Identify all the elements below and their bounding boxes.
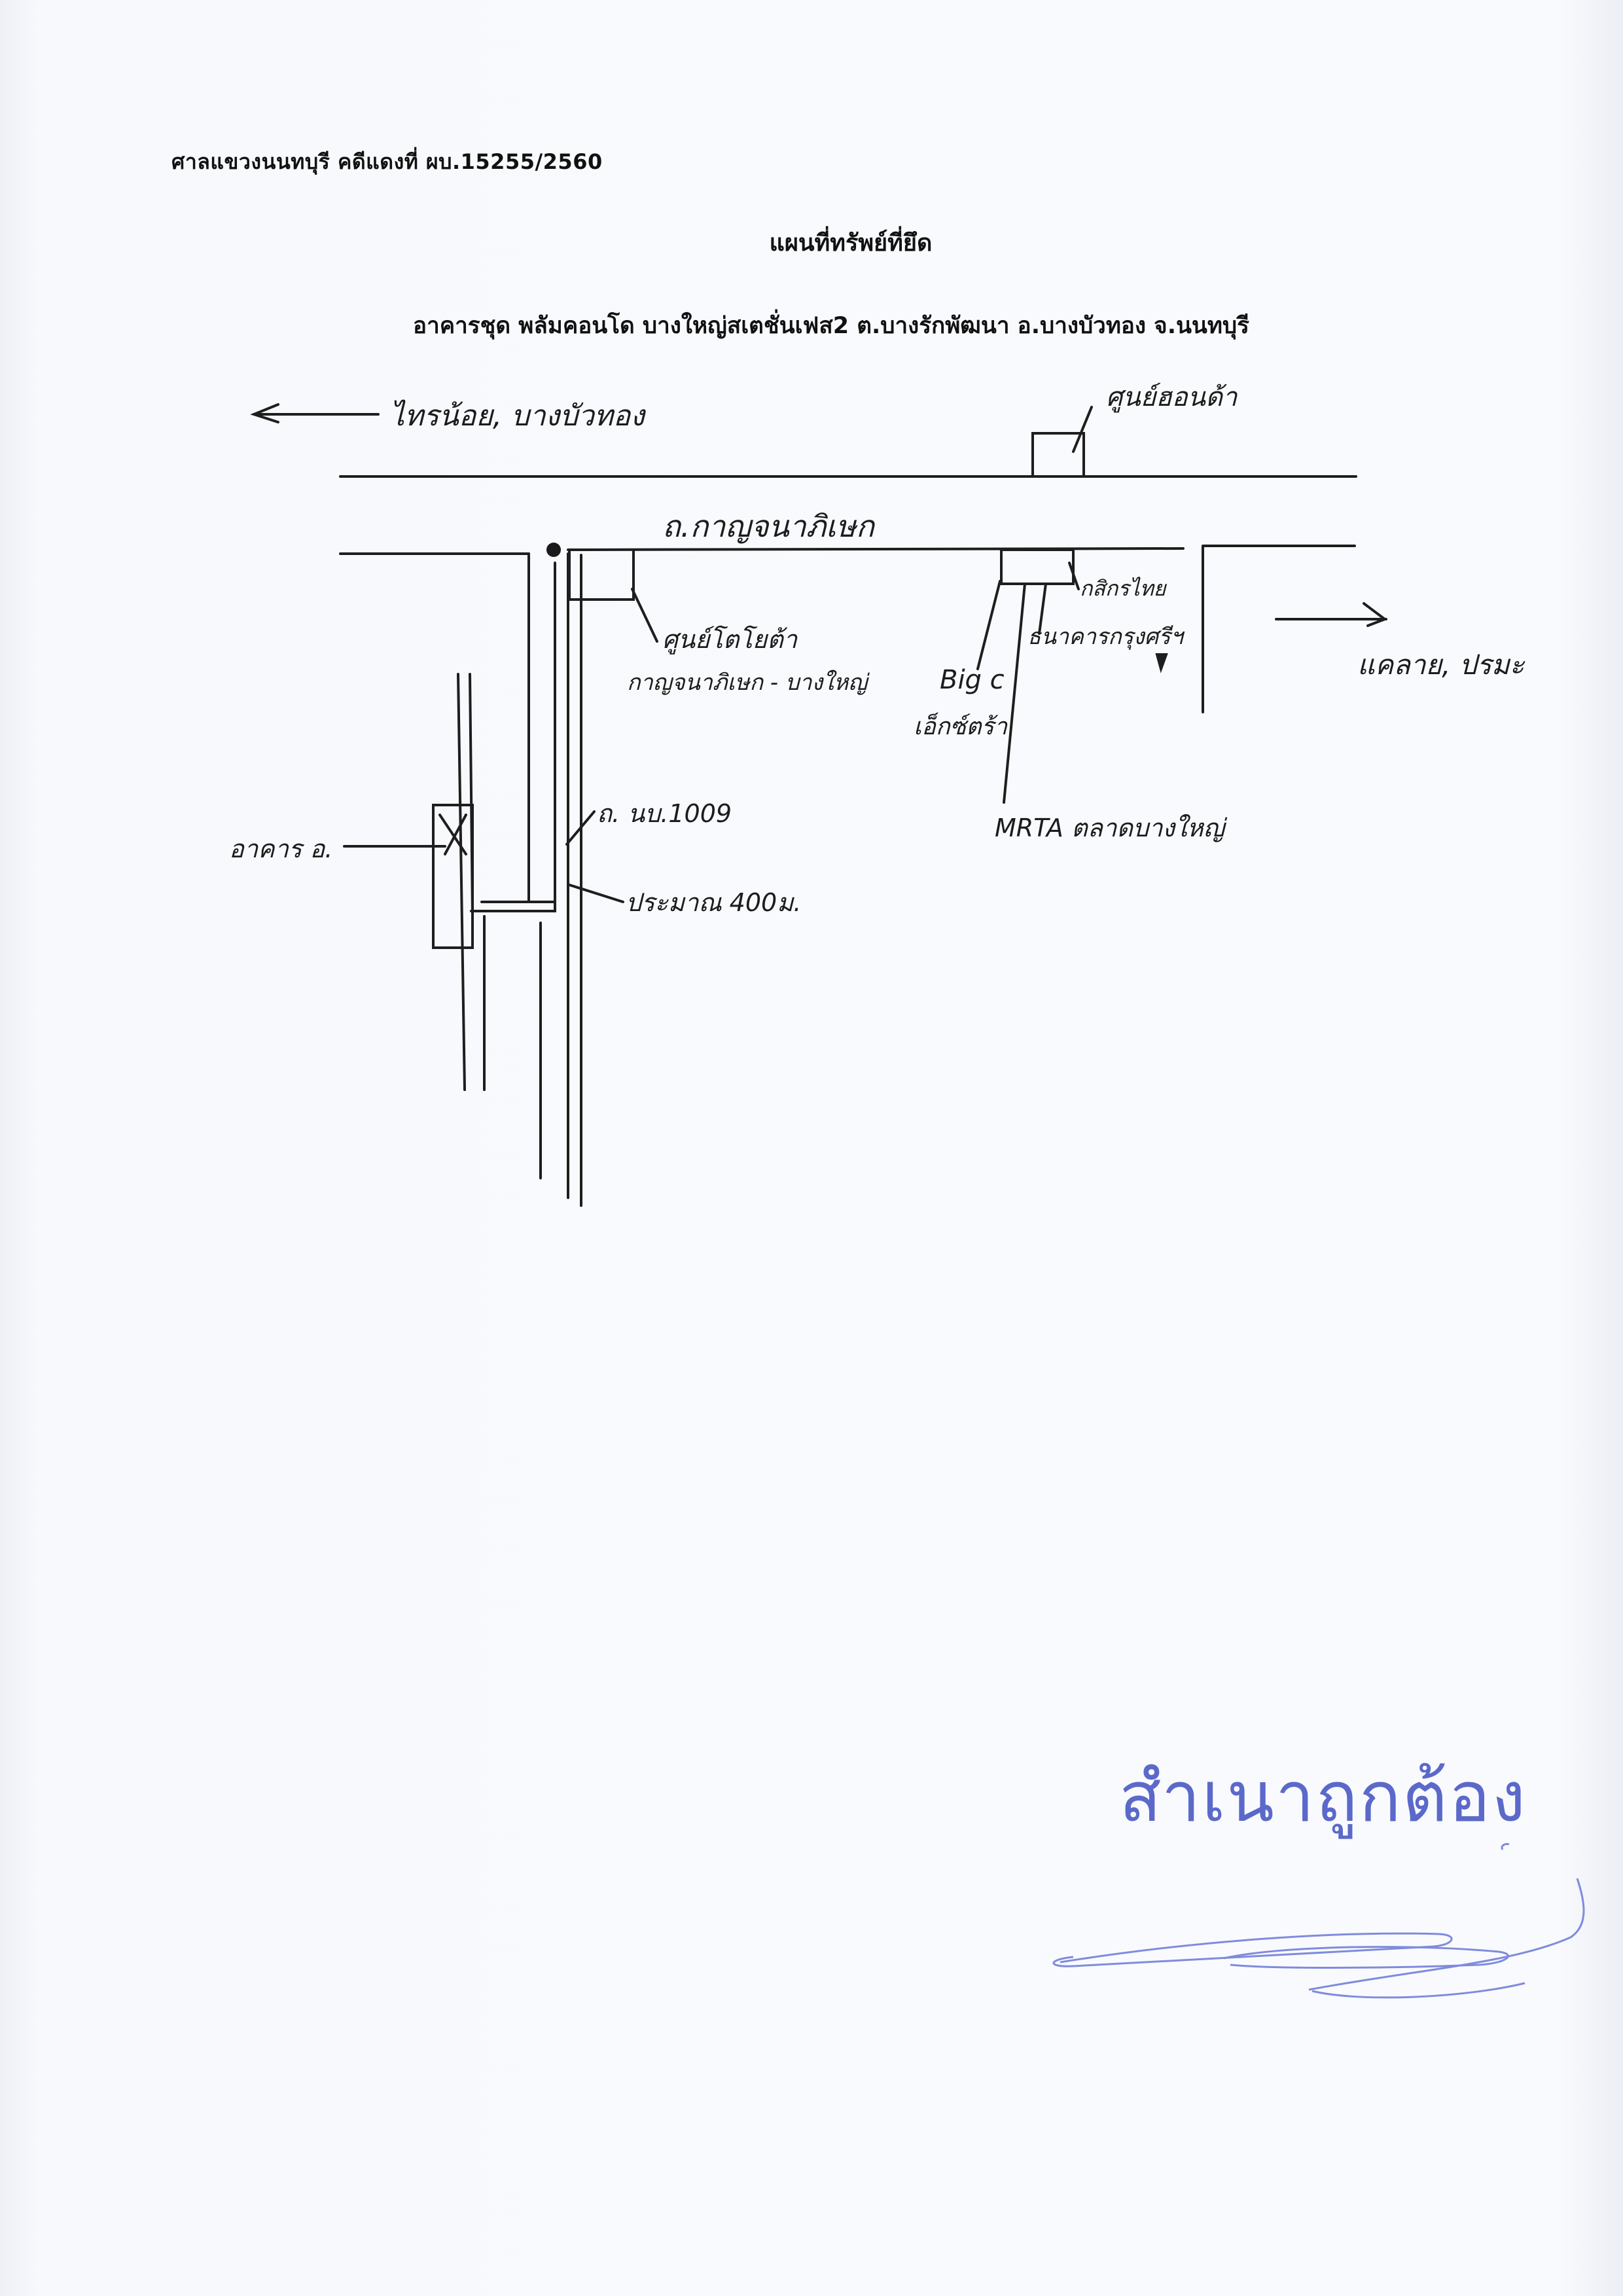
bigc-leader <box>976 580 1001 670</box>
west-road-1 <box>457 673 466 1091</box>
label-mrt: MRTA ตลาดบางใหญ่ <box>995 814 1228 842</box>
map-lines <box>250 403 1388 1207</box>
signature <box>1052 1843 1585 1999</box>
building-cross-2 <box>444 814 467 855</box>
arrow-east-head <box>1363 602 1388 627</box>
label-kasikorn: กสิกรไทย <box>1080 576 1168 601</box>
soi-leader <box>565 810 596 846</box>
target-building <box>432 804 474 949</box>
label-soi: ถ. นบ.1009 <box>597 799 732 828</box>
bank-building <box>1000 548 1075 585</box>
arrow-west-head <box>250 403 279 423</box>
label-toyota-2: กาญจนาภิเษก - บางใหญ่ <box>627 670 870 696</box>
label-honda-center: ศูนย์ฮอนด้า <box>1106 382 1238 413</box>
label-building: อาคาร อ. <box>229 834 332 863</box>
label-big-c-2: เอ็กซ์ตร้า <box>914 712 1008 740</box>
map-handwritten-labels: ไทรน้อย, บางบัวทอง ศูนย์ฮอนด้า ถ.กาญจนาภ… <box>229 382 1525 917</box>
label-big-c-1: Big c <box>940 665 1005 695</box>
case-number-header: ศาลแขวงนนทบุรี คดีแดงที่ ผบ.15255/2560 <box>171 149 603 174</box>
label-distance: ประมาณ 400ม. <box>626 888 801 917</box>
certified-copy-stamp: สำเนาถูกต้อง <box>1119 1757 1527 1837</box>
mrt-leader <box>1003 583 1026 804</box>
toyota-building <box>568 548 635 601</box>
mrt-marker <box>1155 653 1168 673</box>
honda-building <box>1031 432 1085 478</box>
label-bangkok-bank: ธนาคารกรุงศรีฯ <box>1027 624 1185 650</box>
building-cross-1 <box>438 814 467 855</box>
label-to-west: ไทรน้อย, บางบัวทอง <box>390 399 647 433</box>
label-to-east: แคลาย, ปรมะ <box>1357 649 1525 681</box>
building-access <box>470 901 556 912</box>
document-title: แผนที่ทรัพย์ที่ยึด <box>769 230 933 257</box>
label-main-road: ถ.กาญจนาภิเษก <box>662 509 876 544</box>
location-pin <box>546 543 561 557</box>
bank-leader <box>1038 583 1047 635</box>
road-edge-south-main <box>567 547 1185 551</box>
kasikorn-leader <box>1068 562 1080 590</box>
property-description: อาคารชุด พลัมคอนโด บางใหญ่สเตชั่นเฟส2 ต.… <box>413 313 1249 339</box>
honda-leader <box>1072 406 1093 453</box>
label-toyota-1: ศูนย์โตโยต้า <box>662 625 798 655</box>
distance-leader <box>568 884 624 903</box>
toyota-leader <box>631 588 658 643</box>
